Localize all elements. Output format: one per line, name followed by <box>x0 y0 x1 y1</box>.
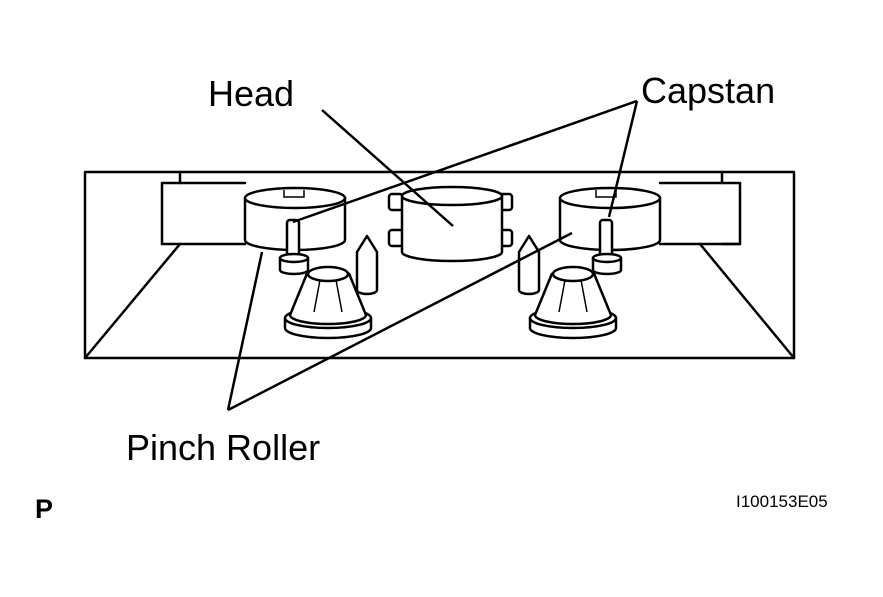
pinch-roller-leader-left <box>226 251 264 411</box>
figure-code-label: I100153E05 <box>736 492 828 511</box>
housing-frame <box>83 170 796 360</box>
head-leader <box>321 109 454 227</box>
capstan-leader-left <box>292 99 638 224</box>
capstan-leader-right <box>607 100 639 218</box>
right-pinch-roller <box>528 265 618 340</box>
left-tape-guide <box>355 234 379 296</box>
head-label: Head <box>208 73 295 114</box>
tape-head <box>387 185 514 263</box>
pinch-roller-label: Pinch Roller <box>126 427 321 468</box>
view-marker-label: P <box>35 494 54 524</box>
right-capstan <box>591 218 623 276</box>
left-reel <box>243 186 347 252</box>
left-pinch-roller <box>283 265 373 340</box>
leader-lines <box>226 99 639 412</box>
pinch-roller-leader-right <box>227 231 573 412</box>
capstan-label: Capstan <box>641 70 776 111</box>
right-tape-guide <box>517 234 541 296</box>
left-capstan <box>278 218 310 276</box>
